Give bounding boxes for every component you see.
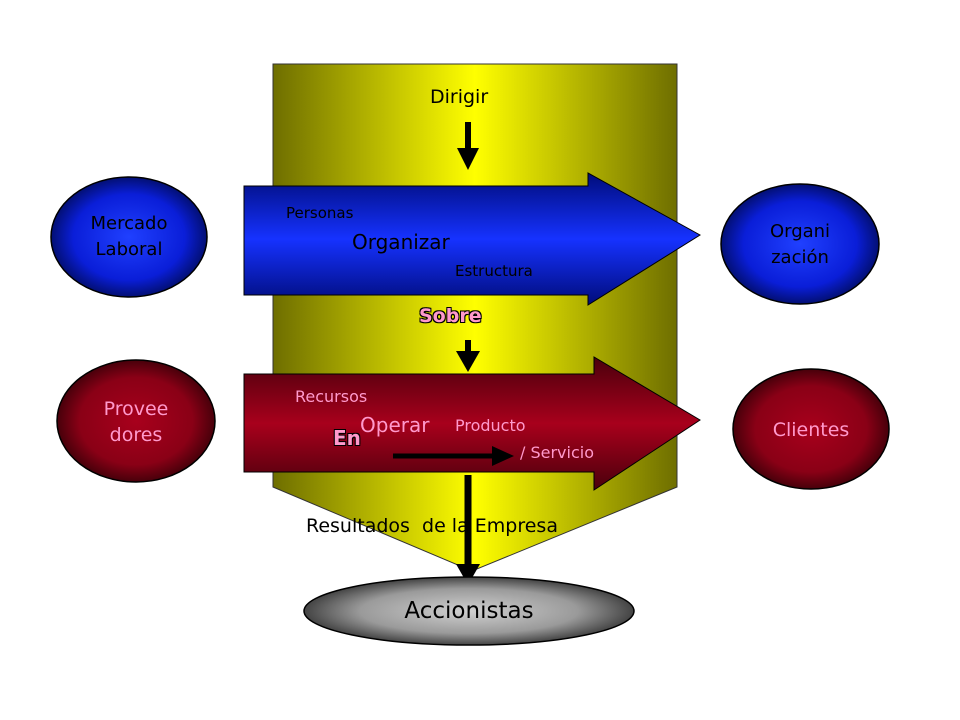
personas-label: Personas (286, 204, 354, 222)
producto-label: Producto (455, 416, 526, 435)
estructura-label: Estructura (455, 262, 533, 280)
operar-arrow (243, 356, 701, 491)
clientes-label: Clientes (772, 419, 850, 441)
results-arrow-head (456, 564, 480, 585)
servicio-label: / Servicio (520, 443, 594, 462)
en-label: En (333, 426, 361, 450)
dirigir-label: Dirigir (430, 86, 489, 108)
oval-proveedores (56, 359, 216, 483)
organizar-arrow (243, 172, 701, 306)
accionistas-label: Accionistas (404, 598, 534, 624)
oval-clientes (732, 368, 890, 490)
product-arrow-head (492, 446, 514, 466)
sobre-label: Sobre (419, 305, 482, 327)
proveedores-label: Provee dores (103, 398, 169, 446)
mercado-laboral-label: Mercado Laboral (90, 213, 168, 260)
recursos-label: Recursos (295, 387, 368, 406)
oval-mercado-laboral (50, 176, 208, 298)
sobre-arrow-head (456, 351, 480, 372)
results-label: Resultados de la Empresa (306, 515, 558, 537)
organizar-label: Organizar (352, 230, 450, 254)
oval-accionistas (303, 576, 635, 646)
organizacion-label: Organi zación (769, 221, 831, 268)
operar-label: Operar (360, 413, 430, 437)
oval-organizacion (720, 183, 880, 305)
dirigir-arrow-head (457, 148, 479, 170)
